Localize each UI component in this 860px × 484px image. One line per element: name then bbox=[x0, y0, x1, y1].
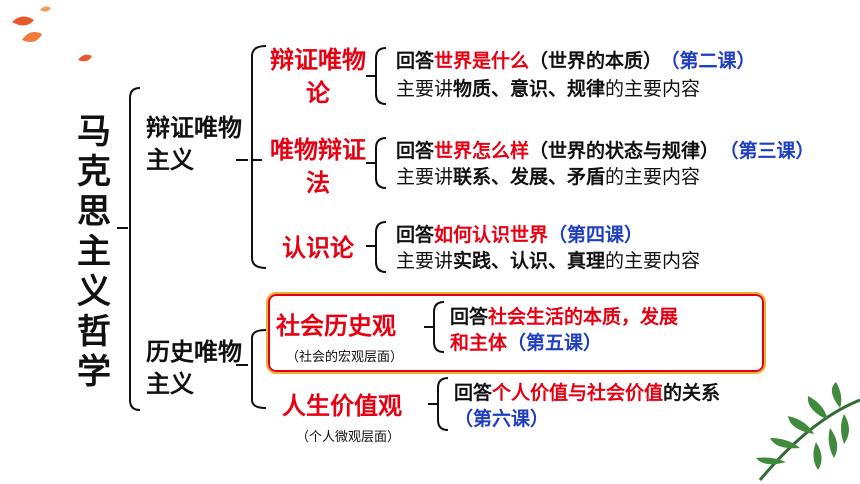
detail-5-lesson: （第六课） bbox=[454, 408, 550, 430]
detail-4-answer-line1: 回答社会生活的本质，发展 bbox=[450, 306, 679, 328]
detail-3-answer: 回答如何认识世界（第四课） bbox=[396, 224, 644, 246]
detail-1-main: 主要讲物质、意识、规律的主要内容 bbox=[396, 78, 701, 100]
category-social-history-view: 社会历史观 bbox=[276, 312, 396, 340]
palm-leaf-decoration bbox=[756, 382, 860, 481]
highlight-box-social-history bbox=[266, 292, 766, 374]
branch-historical-materialism: 历史唯物主义 bbox=[146, 338, 242, 398]
category-life-value-note: （个人微观层面） bbox=[296, 430, 401, 445]
category-epistemology: 认识论 bbox=[282, 234, 354, 262]
detail-4-answer-line2: 和主体（第五课） bbox=[450, 332, 603, 354]
detail-1-answer: 回答世界是什么（世界的本质）（第二课） bbox=[396, 50, 756, 72]
branch-dialectical-materialism: 辩证唯物主义 bbox=[146, 114, 242, 174]
category-dialectical-materialism-theory: 辩证唯物论 bbox=[270, 46, 366, 107]
detail-5-answer: 回答个人价值与社会价值的关系 bbox=[454, 382, 721, 404]
detail-2-answer: 回答世界怎么样（世界的状态与规律）（第三课） bbox=[396, 140, 815, 162]
category-materialist-dialectics: 唯物辩证法 bbox=[270, 136, 366, 197]
category-social-history-note: （社会的宏观层面） bbox=[286, 350, 404, 365]
root-title: 马克思主义哲学 bbox=[77, 112, 111, 392]
detail-2-main: 主要讲联系、发展、矛盾的主要内容 bbox=[396, 166, 701, 188]
falling-leaves-decoration bbox=[12, 6, 92, 62]
detail-3-main: 主要讲实践、认识、真理的主要内容 bbox=[396, 250, 701, 272]
category-life-value-view: 人生价值观 bbox=[282, 392, 402, 420]
